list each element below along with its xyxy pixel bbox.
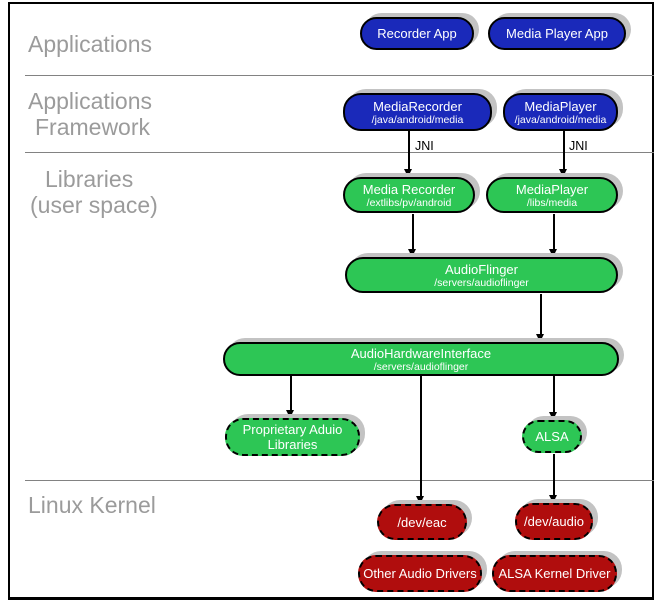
node-audioflinger: AudioFlinger /servers/audioflinger <box>345 257 618 293</box>
section-label-libraries-line2: (user space) <box>30 192 158 218</box>
node-label: Other Audio Drivers <box>363 566 477 581</box>
node-alsa: ALSA <box>522 420 582 453</box>
node-label: MediaRecorder <box>373 98 462 114</box>
connector-mediaplayer-jni-arrowhead <box>559 169 567 177</box>
connector-ahi-proprietary-line <box>290 376 292 411</box>
divider-framework-libraries <box>25 152 654 153</box>
jni-label-right: JNI <box>569 139 588 153</box>
node-other-audio-drivers: Other Audio Drivers <box>358 555 482 592</box>
section-label-libraries: Libraries (user space) <box>30 166 158 218</box>
node-label: ALSA <box>535 429 569 444</box>
connector-ahi-alsa-arrowhead <box>549 412 557 420</box>
connector-mediaplayer-jni-line <box>563 131 565 171</box>
node-audiohardwareinterface: AudioHardwareInterface /servers/audiofli… <box>223 342 619 376</box>
node-label: MediaPlayer <box>515 181 589 197</box>
connector-ahi-deveac-arrowhead <box>416 496 424 504</box>
node-media-recorder-library: Media Recorder /extlibs/pv/android <box>343 177 475 213</box>
node-label: AudioFlinger <box>445 261 518 277</box>
connector-audioflinger-ahi-arrowhead <box>536 334 544 342</box>
node-dev-audio: /dev/audio <box>515 503 593 540</box>
section-label-applications: Applications <box>28 31 153 57</box>
section-label-applications-framework: Applications Framework <box>28 88 152 140</box>
connector-alsa-devaudio-arrowhead <box>549 495 557 503</box>
connector-mediarecorder-audioflinger-line <box>412 214 414 250</box>
node-sublabel: /java/android/media <box>371 113 464 126</box>
node-mediaplayer-framework: MediaPlayer /java/android/media <box>503 93 618 131</box>
node-mediaplayer-library: MediaPlayer /libs/media <box>486 177 618 213</box>
node-sublabel: /servers/audioflinger <box>373 360 469 373</box>
node-alsa-kernel-driver: ALSA Kernel Driver <box>492 555 617 592</box>
divider-applications-framework <box>25 75 654 76</box>
node-dev-eac: /dev/eac <box>377 504 467 540</box>
node-label: Proprietary Aduio <box>242 422 343 437</box>
section-label-libraries-line1: Libraries <box>45 166 134 192</box>
node-label: Media Recorder <box>362 181 456 197</box>
connector-ahi-proprietary-arrowhead <box>286 410 294 418</box>
connector-audioflinger-ahi-line <box>540 294 542 335</box>
node-sublabel: /servers/audioflinger <box>434 276 529 289</box>
jni-label-left: JNI <box>415 139 434 153</box>
node-label: /dev/audio <box>524 514 584 529</box>
connector-mediaplayer-audioflinger-line <box>553 214 555 250</box>
node-sublabel: /extlibs/pv/android <box>366 196 452 209</box>
section-label-framework-line2: Framework <box>35 114 151 140</box>
node-label: /dev/eac <box>397 514 447 530</box>
connector-mediaplayer-audioflinger-arrowhead <box>549 249 557 257</box>
node-mediarecorder-framework: MediaRecorder /java/android/media <box>343 93 492 131</box>
connector-ahi-alsa-line <box>553 376 555 413</box>
node-proprietary-audio-libraries: Proprietary Aduio Libraries <box>225 418 360 456</box>
node-label: Media Player App <box>506 26 608 41</box>
node-label: Recorder App <box>377 26 457 41</box>
node-media-player-app: Media Player App <box>488 17 626 50</box>
node-recorder-app: Recorder App <box>360 17 474 50</box>
connector-ahi-deveac-line <box>420 376 422 497</box>
node-label-line2: Libraries <box>267 437 318 452</box>
node-label: AudioHardwareInterface <box>350 345 492 361</box>
divider-libraries-kernel <box>25 480 654 481</box>
node-label: MediaPlayer <box>524 98 597 114</box>
section-label-framework-line1: Applications <box>28 88 153 114</box>
section-label-linux-kernel: Linux Kernel <box>28 492 156 518</box>
connector-mediarecorder-jni-arrowhead <box>404 169 412 177</box>
connector-mediarecorder-audioflinger-arrowhead <box>408 249 416 257</box>
connector-mediarecorder-jni-line <box>408 131 410 171</box>
node-sublabel: /java/android/media <box>514 113 607 126</box>
node-sublabel: /libs/media <box>526 196 578 209</box>
connector-alsa-devaudio-line <box>553 454 555 496</box>
diagram-border <box>8 2 654 600</box>
node-label: ALSA Kernel Driver <box>498 566 611 581</box>
